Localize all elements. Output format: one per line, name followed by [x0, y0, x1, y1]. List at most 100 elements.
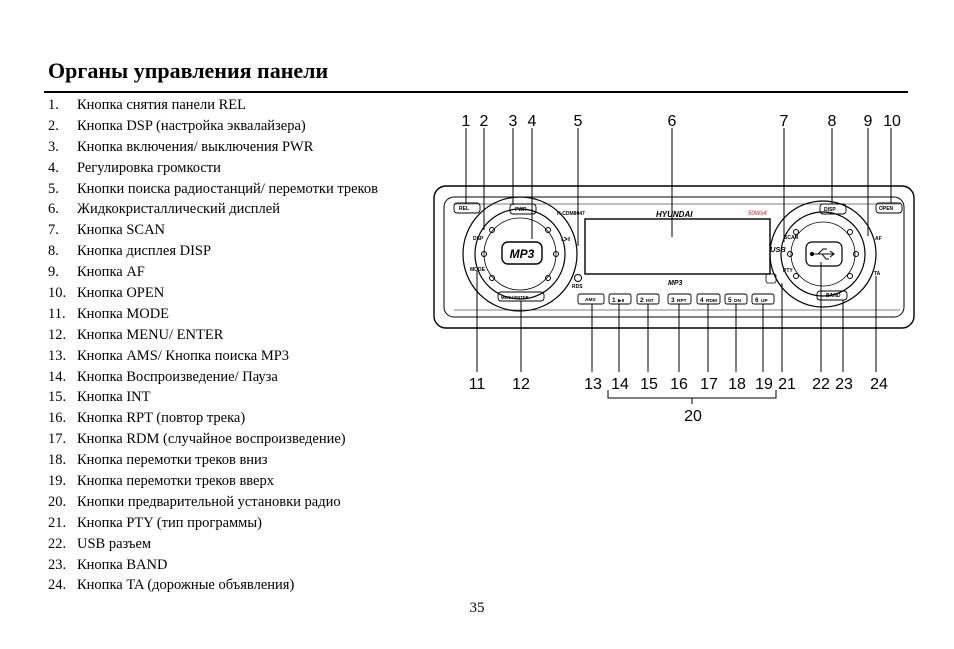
item-text: Кнопка включения/ выключения PWR [77, 138, 314, 155]
title-rule [44, 91, 908, 93]
callout-number: 5 [574, 113, 583, 130]
menu-enter-label: MENU/ENTER [501, 295, 529, 300]
callout-number: 17 [700, 376, 718, 393]
pwr-button[interactable] [509, 203, 537, 215]
list-item: 11. Кнопка MODE [48, 304, 378, 325]
disp-button[interactable] [819, 203, 847, 215]
item-text: Кнопка SCAN [77, 222, 166, 239]
ams-label: AMS [585, 297, 596, 303]
callout-number: 6 [668, 113, 677, 130]
band-label: BAND [826, 293, 841, 299]
list-item: 13.Кнопка AMS/ Кнопка поиска MP3 [48, 346, 378, 367]
list-item: 23. Кнопка BAND [48, 555, 378, 576]
ta-label: TA [874, 271, 881, 277]
item-number: 6. [48, 201, 59, 218]
preset-label: RDM [706, 298, 717, 304]
open-label: OPEN [879, 206, 894, 212]
item-text: Кнопка INT [77, 389, 151, 406]
item-number: 20. [48, 493, 67, 510]
list-item: 5.Кнопки поиска радиостанций/ перемотки … [48, 179, 378, 200]
item-text: Кнопка RPT (повтор трека) [77, 410, 246, 427]
item-number: 14. [48, 368, 67, 385]
item-number: 24. [48, 577, 67, 594]
list-item: 12.Кнопка MENU/ ENTER [48, 325, 378, 346]
item-text: Жидкокристаллический дисплей [77, 201, 280, 218]
item-text: USB разъем [77, 535, 152, 552]
band-button[interactable] [816, 290, 848, 301]
preset-label: ▶II [618, 298, 625, 304]
callout-number: 11 [469, 376, 486, 393]
callout-number: 24 [870, 376, 888, 393]
callout-number: 9 [864, 113, 873, 130]
item-number: 22. [48, 535, 67, 552]
callout-number: 10 [883, 113, 901, 130]
list-item: 2.Кнопка DSP (настройка эквалайзера) [48, 116, 378, 137]
list-item: 15.Кнопка INT [48, 387, 378, 408]
item-number: 11. [48, 305, 66, 322]
item-text: Кнопки поиска радиостанций/ перемотки тр… [77, 180, 378, 197]
list-item: 8.Кнопка дисплея DISP [48, 241, 378, 262]
callout-number: 1 [462, 113, 471, 130]
mode-label: MODE [470, 267, 486, 273]
left-knob-ring [462, 196, 578, 312]
item-text: Кнопка TA (дорожные объявления) [77, 577, 295, 594]
preset-number: 3 [671, 297, 675, 304]
pty-label: PTY [783, 268, 793, 274]
list-item: 16.Кнопка RPT (повтор трека) [48, 408, 378, 429]
list-item: 18.Кнопка перемотки треков вниз [48, 450, 378, 471]
open-button[interactable] [875, 202, 903, 214]
item-number: 23. [48, 556, 67, 573]
scan-label: SCAN [784, 235, 799, 241]
callout-number: 7 [780, 113, 789, 130]
item-text: Кнопка OPEN [77, 285, 165, 302]
list-item: 6. Жидкокристаллический дисплей [48, 199, 378, 220]
list-item: 10. Кнопка OPEN [48, 283, 378, 304]
callout-number: 15 [640, 376, 658, 393]
preset-label: INT [646, 298, 654, 304]
callout-number: 3 [509, 113, 518, 130]
ams-button[interactable] [577, 293, 605, 305]
rds-label: RDS [572, 284, 583, 290]
list-item: 24. Кнопка TA (дорожные объявления) [48, 575, 378, 596]
brand-logo: HYUNDAI [656, 210, 693, 219]
list-item: 19.Кнопка перемотки треков вверх [48, 471, 378, 492]
item-text: Кнопка AF [77, 264, 145, 281]
page-number: 35 [469, 600, 485, 616]
mp3-knob-button[interactable] [501, 241, 543, 265]
preset-number: 5 [728, 297, 732, 304]
callout-number: 23 [835, 376, 853, 393]
preset-number: 6 [755, 297, 759, 304]
list-item: 7. Кнопка SCAN [48, 220, 378, 241]
item-number: 12. [48, 326, 67, 343]
faceplate-inner [443, 196, 905, 318]
item-number: 8. [48, 243, 59, 260]
dsp-label: DSP [473, 236, 484, 242]
list-item: 1.Кнопка снятия панели REL [48, 95, 378, 116]
item-number: 7. [48, 222, 59, 239]
item-text: Кнопка BAND [77, 556, 168, 573]
item-text: Кнопка DSP (настройка эквалайзера) [77, 117, 306, 134]
preset-1-button[interactable] [608, 293, 632, 305]
item-text: Кнопка перемотки треков вверх [77, 473, 274, 490]
volume-knob[interactable] [474, 208, 566, 300]
item-number: 18. [48, 452, 67, 469]
list-item: 20.Кнопки предварительной установки ради… [48, 492, 378, 513]
rds-icon [574, 274, 582, 282]
faceplate-diagram: REL PWR H-CDM8047 DISP OPEN DSP MODE SCA… [433, 113, 915, 425]
list-item: 22. USB разъем [48, 534, 378, 555]
item-number: 10. [48, 285, 67, 302]
callout-number: 4 [528, 113, 537, 130]
callout-number: 13 [584, 376, 602, 393]
usb-port[interactable] [805, 241, 843, 267]
af-label: AF [875, 236, 882, 242]
item-text: Кнопка Воспроизведение/ Пауза [77, 368, 278, 385]
list-item: 14. Кнопка Воспроизведение/ Пауза [48, 367, 378, 388]
item-text: Кнопка AMS/ Кнопка поиска MP3 [77, 347, 290, 364]
item-text: Кнопка PTY (тип программы) [77, 514, 262, 531]
rel-button[interactable] [453, 202, 481, 214]
page-title: Органы управления панели [48, 58, 329, 83]
item-text: Кнопка MODE [77, 305, 170, 322]
preset-label: UP [761, 298, 768, 304]
callout-number: 14 [611, 376, 629, 393]
preset-label: DN [734, 298, 741, 304]
